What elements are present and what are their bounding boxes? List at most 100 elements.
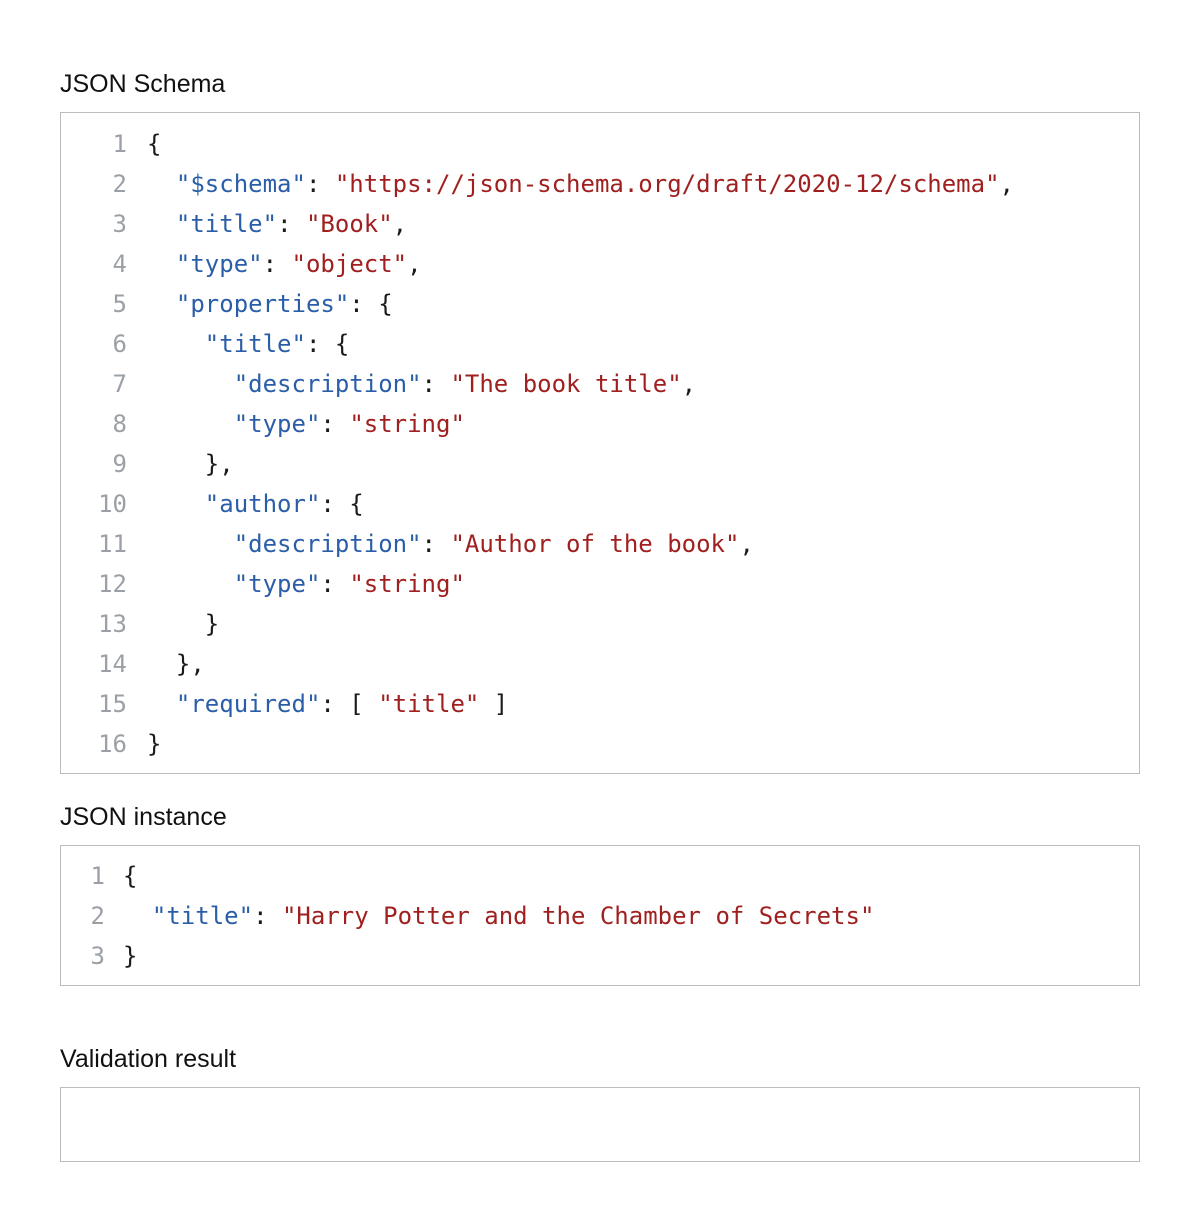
json-schema-editor[interactable]: 1{2 "$schema": "https://json-schema.org/…	[60, 112, 1140, 774]
code-line-text[interactable]: "author": {	[147, 484, 1139, 524]
code-line[interactable]: 7 "description": "The book title",	[61, 364, 1139, 404]
token-punc: ]	[479, 690, 509, 718]
token-punc	[147, 690, 176, 718]
token-punc	[147, 370, 234, 398]
token-str: "object"	[291, 250, 408, 278]
line-number: 11	[98, 530, 127, 558]
token-str: "string"	[349, 570, 465, 598]
token-punc	[147, 290, 176, 318]
code-line[interactable]: 16}	[61, 724, 1139, 764]
code-line-text[interactable]: },	[147, 444, 1139, 484]
token-punc: },	[147, 450, 234, 478]
token-punc: }	[123, 942, 138, 970]
code-line[interactable]: 8 "type": "string"	[61, 404, 1139, 444]
token-str: "The book title"	[450, 370, 682, 398]
json-instance-heading: JSON instance	[60, 803, 227, 831]
json-instance-code-lines[interactable]: 1{2 "title": "Harry Potter and the Chamb…	[61, 846, 1139, 985]
code-line[interactable]: 10 "author": {	[61, 484, 1139, 524]
token-punc: :	[305, 170, 335, 198]
code-line[interactable]: 4 "type": "object",	[61, 244, 1139, 284]
token-punc: :	[421, 530, 451, 558]
line-number: 15	[98, 690, 127, 718]
line-number: 3	[112, 210, 127, 238]
code-line[interactable]: 11 "description": "Author of the book",	[61, 524, 1139, 564]
code-line[interactable]: 3 "title": "Book",	[61, 204, 1139, 244]
json-instance-editor[interactable]: 1{2 "title": "Harry Potter and the Chamb…	[60, 845, 1140, 986]
token-str: "title"	[378, 690, 480, 718]
code-line[interactable]: 6 "title": {	[61, 324, 1139, 364]
token-str: "Harry Potter and the Chamber of Secrets…	[281, 902, 875, 930]
token-punc: :	[253, 902, 282, 930]
line-number: 10	[98, 490, 127, 518]
token-str: "string"	[349, 410, 465, 438]
code-line-text[interactable]: "description": "The book title",	[147, 364, 1139, 404]
code-line-text[interactable]: }	[147, 724, 1139, 764]
line-number: 1	[90, 862, 105, 890]
code-line[interactable]: 2 "title": "Harry Potter and the Chamber…	[61, 896, 1139, 936]
token-punc: }	[147, 610, 220, 638]
code-line[interactable]: 3}	[61, 936, 1139, 976]
code-line[interactable]: 5 "properties": {	[61, 284, 1139, 324]
code-line[interactable]: 13 }	[61, 604, 1139, 644]
token-punc: },	[147, 650, 205, 678]
json-schema-heading: JSON Schema	[60, 70, 226, 98]
code-line-text[interactable]: "title": "Book",	[147, 204, 1139, 244]
token-punc: :	[320, 570, 350, 598]
token-punc	[123, 902, 152, 930]
code-line-text[interactable]: "properties": {	[147, 284, 1139, 324]
code-line-text[interactable]: "title": "Harry Potter and the Chamber o…	[123, 896, 1139, 936]
token-key: "description"	[233, 370, 422, 398]
code-line-text[interactable]: {	[123, 856, 1139, 896]
token-punc	[147, 170, 176, 198]
token-punc: ,	[739, 530, 754, 558]
code-line-text[interactable]: "$schema": "https://json-schema.org/draf…	[147, 164, 1139, 204]
token-key: "description"	[233, 530, 422, 558]
token-str: "Book"	[305, 210, 393, 238]
line-number: 7	[112, 370, 127, 398]
code-line[interactable]: 15 "required": [ "title" ]	[61, 684, 1139, 724]
validation-result-heading: Validation result	[60, 1045, 237, 1073]
token-punc: {	[123, 862, 138, 890]
code-line[interactable]: 12 "type": "string"	[61, 564, 1139, 604]
line-number: 12	[98, 570, 127, 598]
token-punc	[147, 490, 205, 518]
code-line[interactable]: 1{	[61, 856, 1139, 896]
code-line-text[interactable]: "title": {	[147, 324, 1139, 364]
token-punc: ,	[681, 370, 697, 398]
token-key: "type"	[233, 410, 321, 438]
token-str: "Author of the book"	[450, 530, 740, 558]
code-line-text[interactable]: "description": "Author of the book",	[147, 524, 1139, 564]
token-str: "https://json-schema.org/draft/2020-12/s…	[334, 170, 1000, 198]
token-punc: }	[147, 730, 162, 758]
token-punc: {	[147, 130, 162, 158]
code-line-text[interactable]: "type": "string"	[147, 564, 1139, 604]
token-key: "type"	[175, 250, 263, 278]
token-punc: : {	[305, 330, 350, 358]
token-punc: :	[262, 250, 292, 278]
code-line-text[interactable]: "required": [ "title" ]	[147, 684, 1139, 724]
token-punc	[147, 330, 205, 358]
validation-result-panel: No errors	[60, 1087, 1140, 1162]
code-line[interactable]: 14 },	[61, 644, 1139, 684]
token-punc	[147, 570, 234, 598]
code-line[interactable]: 9 },	[61, 444, 1139, 484]
code-line-text[interactable]: {	[147, 124, 1139, 164]
line-number: 3	[90, 942, 105, 970]
token-punc: :	[421, 370, 451, 398]
code-line[interactable]: 1{	[61, 124, 1139, 164]
code-line-text[interactable]: "type": "object",	[147, 244, 1139, 284]
code-line-text[interactable]: }	[147, 604, 1139, 644]
token-key: "author"	[204, 490, 321, 518]
code-line-text[interactable]: "type": "string"	[147, 404, 1139, 444]
code-line-text[interactable]: }	[123, 936, 1139, 976]
json-schema-code-lines[interactable]: 1{2 "$schema": "https://json-schema.org/…	[61, 113, 1139, 773]
token-punc: : [	[320, 690, 379, 718]
token-key: "properties"	[175, 290, 350, 318]
line-number: 1	[112, 130, 127, 158]
token-punc: :	[320, 410, 350, 438]
code-line-text[interactable]: },	[147, 644, 1139, 684]
token-key: "required"	[175, 690, 321, 718]
line-number: 16	[98, 730, 127, 758]
token-key: "$schema"	[175, 170, 306, 198]
code-line[interactable]: 2 "$schema": "https://json-schema.org/dr…	[61, 164, 1139, 204]
